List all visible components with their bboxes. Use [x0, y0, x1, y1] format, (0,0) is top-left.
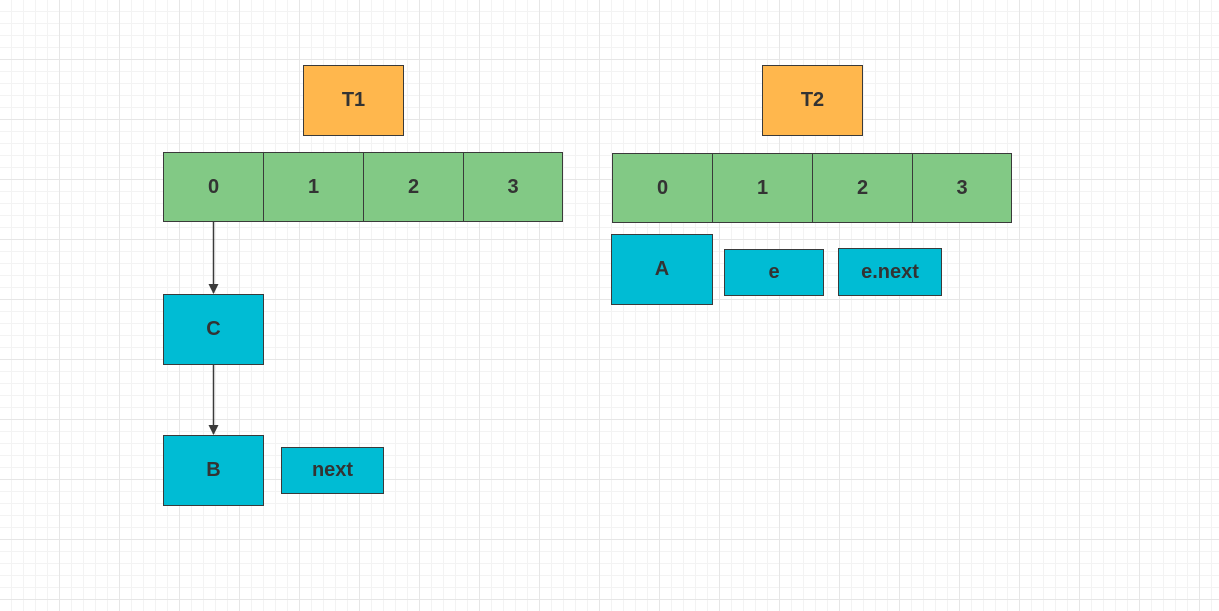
t2-node-a-text: A: [654, 258, 670, 280]
t1-cell-1: 1: [263, 152, 363, 222]
t2-label-text: T2: [800, 89, 825, 111]
t1-node-c: C: [163, 294, 264, 365]
t1-cell-3-text: 3: [507, 175, 519, 198]
t2-cell-2: 2: [812, 153, 912, 223]
t1-node-b: B: [163, 435, 264, 506]
t1-cell-2: 2: [363, 152, 463, 222]
t2-label: T2: [762, 65, 863, 136]
t2-cell-0-text: 0: [656, 176, 669, 199]
t2-e-next-pointer-text: e.next: [861, 260, 919, 283]
t1-next-pointer-text: next: [311, 459, 354, 481]
t1-cell-0: 0: [163, 152, 263, 222]
t1-label: T1: [303, 65, 404, 136]
t2-node-a: A: [611, 234, 713, 305]
t2-cell-1-text: 1: [756, 176, 769, 199]
t1-array: 0 1 2 3: [163, 152, 563, 222]
t1-cell-0-text: 0: [207, 175, 220, 198]
t2-e-pointer-text: e: [768, 261, 780, 283]
t2-cell-0: 0: [612, 153, 712, 223]
t1-cell-2-text: 2: [407, 175, 420, 198]
t2-e-pointer: e: [724, 249, 824, 296]
t2-cell-1: 1: [712, 153, 812, 223]
t2-cell-2-text: 2: [856, 176, 869, 199]
t1-node-c-text: C: [206, 318, 221, 340]
t2-e-next-pointer: e.next: [838, 248, 942, 296]
t1-node-b-text: B: [206, 459, 221, 481]
t1-label-text: T1: [341, 89, 366, 111]
t2-cell-3: 3: [912, 153, 1012, 223]
t1-next-pointer: next: [281, 447, 384, 494]
t2-array: 0 1 2 3: [612, 153, 1012, 223]
t1-cell-1-text: 1: [307, 175, 320, 198]
t1-cell-3: 3: [463, 152, 563, 222]
t2-cell-3-text: 3: [956, 176, 968, 199]
